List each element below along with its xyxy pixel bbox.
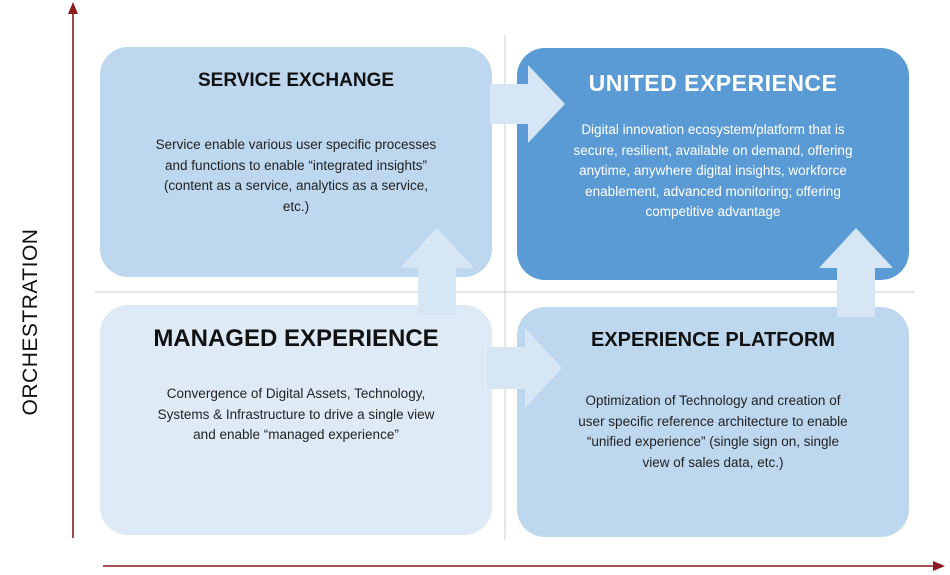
text-line: Systems & Infrastructure to drive a sing…	[157, 406, 435, 422]
text-line: and functions to enable “integrated insi…	[165, 157, 427, 173]
text-line: Convergence of Digital Assets, Technolog…	[166, 386, 426, 401]
text-line: competitive advantage	[645, 204, 781, 219]
united-experience-text: Digital innovation ecosystem/platform th…	[545, 120, 881, 223]
managed-experience-title: MANAGED EXPERIENCE	[153, 325, 439, 352]
managed-experience-quadrant: MANAGED EXPERIENCE Convergence of Digita…	[100, 305, 492, 535]
text-line: secure, resilient, available on demand, …	[573, 142, 853, 158]
text-line: enablement, advanced monitoring; offerin…	[585, 183, 841, 199]
text-line: Optimization of Technology and creation …	[585, 393, 841, 408]
text-line: (content as a service, analytics as a se…	[163, 178, 429, 193]
text-line: view of sales data, etc.)	[642, 454, 784, 470]
text-line: Digital innovation ecosystem/platform th…	[581, 122, 845, 137]
united-experience-quadrant: UNITED EXPERIENCE Digital innovation eco…	[517, 48, 909, 280]
united-experience-title: UNITED EXPERIENCE	[588, 70, 838, 96]
service-exchange-title: SERVICE EXCHANGE	[197, 70, 395, 91]
service-exchange-quadrant: SERVICE EXCHANGE Service enable various …	[100, 47, 492, 277]
text-line: anytime, anywhere digital insights, work…	[579, 163, 847, 178]
service-exchange-text: Service enable various user specific pro…	[130, 135, 462, 217]
orchestration-axis-label: ORCHESTRATION	[19, 228, 42, 416]
managed-experience-text: Convergence of Digital Assets, Technolog…	[126, 384, 466, 446]
y-axis-arrowhead	[68, 2, 78, 14]
text-line: Service enable various user specific pro…	[155, 137, 437, 152]
text-line: and enable “managed experience”	[193, 427, 399, 442]
text-line: etc.)	[282, 198, 310, 214]
experience-platform-quadrant: EXPERIENCE PLATFORM Optimization of Tech…	[517, 307, 909, 537]
x-axis-arrowhead	[933, 561, 945, 571]
text-line: user specific reference architecture to …	[578, 413, 848, 429]
experience-platform-title: EXPERIENCE PLATFORM	[590, 329, 836, 351]
text-line: “unified experience” (single sign on, si…	[586, 434, 840, 449]
experience-platform-text: Optimization of Technology and creation …	[541, 391, 885, 473]
